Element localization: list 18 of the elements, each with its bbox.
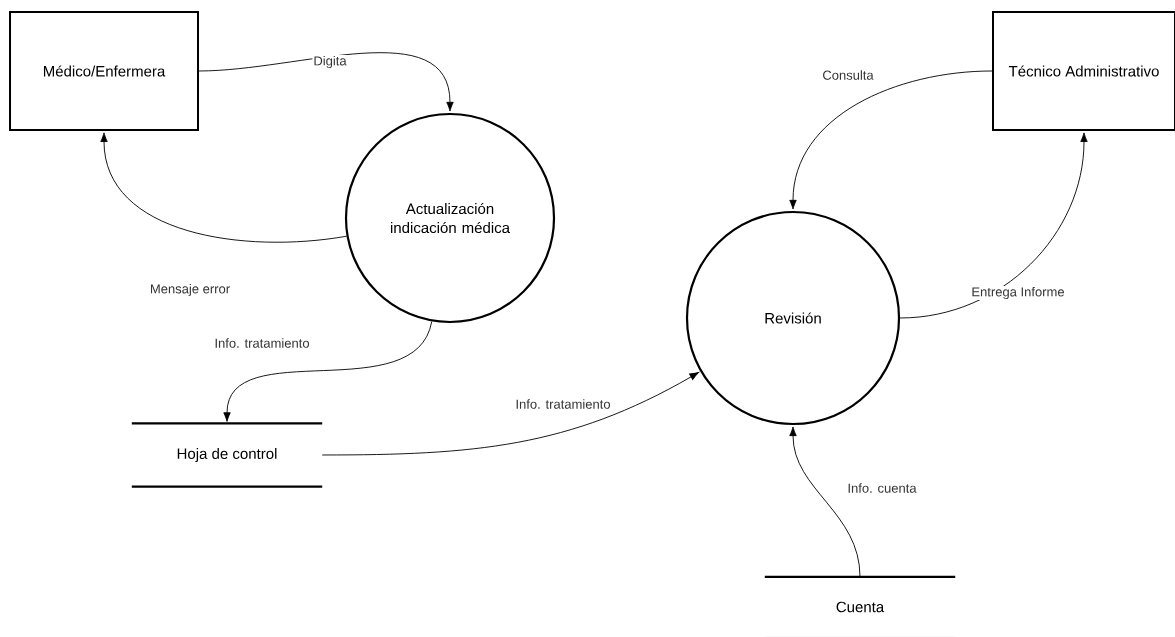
arrow <box>321 372 700 456</box>
edge-label: Info. cuenta <box>846 482 918 494</box>
arrow <box>789 70 993 210</box>
arrow <box>223 321 433 422</box>
data-store: Cuenta <box>764 575 956 637</box>
arrow <box>100 132 347 243</box>
edge-label: Mensaje error <box>148 282 232 298</box>
arrow <box>899 132 1088 319</box>
arrow <box>789 426 861 578</box>
edge-label: Info. tratamiento <box>213 337 311 349</box>
edge-label: Consulta <box>821 69 875 81</box>
arrow <box>198 52 454 112</box>
edge-label: Entrega Informe <box>970 285 1066 301</box>
entity-box: Técnico Administrativo <box>992 11 1175 131</box>
edge-label: Info. tratamiento <box>514 398 612 410</box>
entity-box: Médico/Enfermera <box>9 11 199 131</box>
data-store: Hoja de control <box>131 422 323 488</box>
edge-label: Digita <box>312 54 348 70</box>
